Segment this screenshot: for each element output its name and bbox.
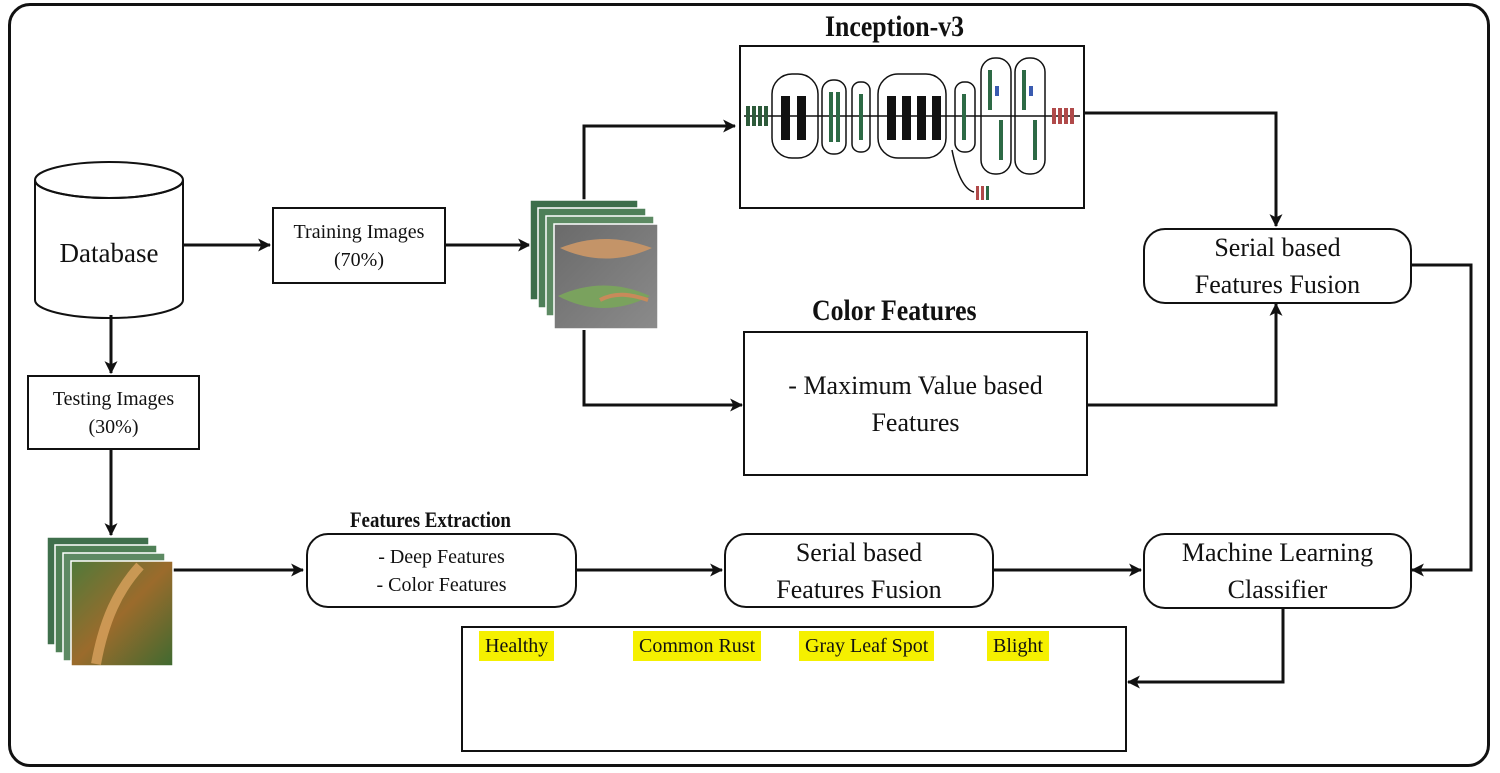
training-images-box: Training Images (70%) bbox=[272, 207, 446, 284]
serial-fusion-bottom-line1: Serial based bbox=[795, 537, 923, 567]
testing-images-percent: (30%) bbox=[88, 415, 139, 438]
color-features-line2: Features bbox=[871, 407, 960, 437]
serial-fusion-top-line1: Serial based bbox=[1214, 233, 1341, 262]
arrow-images-to-color bbox=[582, 330, 744, 412]
serial-fusion-top-box: Serial based Features Fusion bbox=[1143, 228, 1412, 304]
serial-fusion-bottom-line2: Features Fusion bbox=[776, 574, 942, 604]
connectors bbox=[104, 111, 1473, 689]
arrow-images-to-inception bbox=[582, 119, 737, 205]
training-images-percent: (70%) bbox=[334, 248, 384, 271]
testing-images-box: Testing Images (30%) bbox=[27, 375, 200, 450]
arrow-color-to-fusion bbox=[1088, 302, 1283, 407]
features-extraction-box: - Deep Features - Color Features bbox=[306, 533, 577, 608]
color-features-line1: - Maximum Value based bbox=[788, 370, 1043, 400]
diagram-frame bbox=[8, 3, 1490, 767]
deep-features-item: - Deep Features bbox=[378, 545, 505, 568]
features-extraction-title: Features Extraction bbox=[350, 507, 511, 532]
arrow-inception-to-fusion bbox=[1085, 111, 1283, 228]
database-cylinder bbox=[34, 161, 184, 319]
serial-fusion-bottom-box: Serial based Features Fusion bbox=[724, 533, 994, 608]
color-features-item: - Color Features bbox=[376, 573, 507, 596]
class-tag-gray-leaf-spot: Gray Leaf Spot bbox=[799, 631, 935, 661]
ml-classifier-box: Machine Learning Classifier bbox=[1143, 533, 1412, 609]
ml-classifier-line1: Machine Learning bbox=[1181, 538, 1374, 567]
serial-fusion-top-line2: Features Fusion bbox=[1194, 270, 1361, 299]
arrow-classifier-to-results bbox=[1126, 609, 1285, 689]
ml-classifier-line2: Classifier bbox=[1227, 575, 1328, 604]
classification-results-panel: Healthy Common Rust Gray Leaf Spot Bligh… bbox=[461, 626, 1127, 752]
database-label: Database bbox=[59, 238, 159, 268]
testing-image-stack bbox=[46, 536, 174, 667]
class-tag-blight: Blight bbox=[987, 631, 1050, 661]
class-tag-common-rust: Common Rust bbox=[633, 631, 762, 661]
training-image-stack bbox=[529, 199, 659, 330]
color-features-title: Color Features bbox=[812, 294, 977, 327]
class-tag-healthy: Healthy bbox=[479, 631, 555, 661]
arrow-fusion-to-classifier bbox=[1410, 263, 1473, 577]
inception-network bbox=[739, 45, 1085, 209]
training-images-label: Training Images bbox=[293, 220, 425, 243]
inception-title: Inception-v3 bbox=[825, 10, 965, 43]
color-features-box: - Maximum Value based Features bbox=[743, 331, 1088, 476]
testing-images-label: Testing Images bbox=[52, 387, 175, 410]
